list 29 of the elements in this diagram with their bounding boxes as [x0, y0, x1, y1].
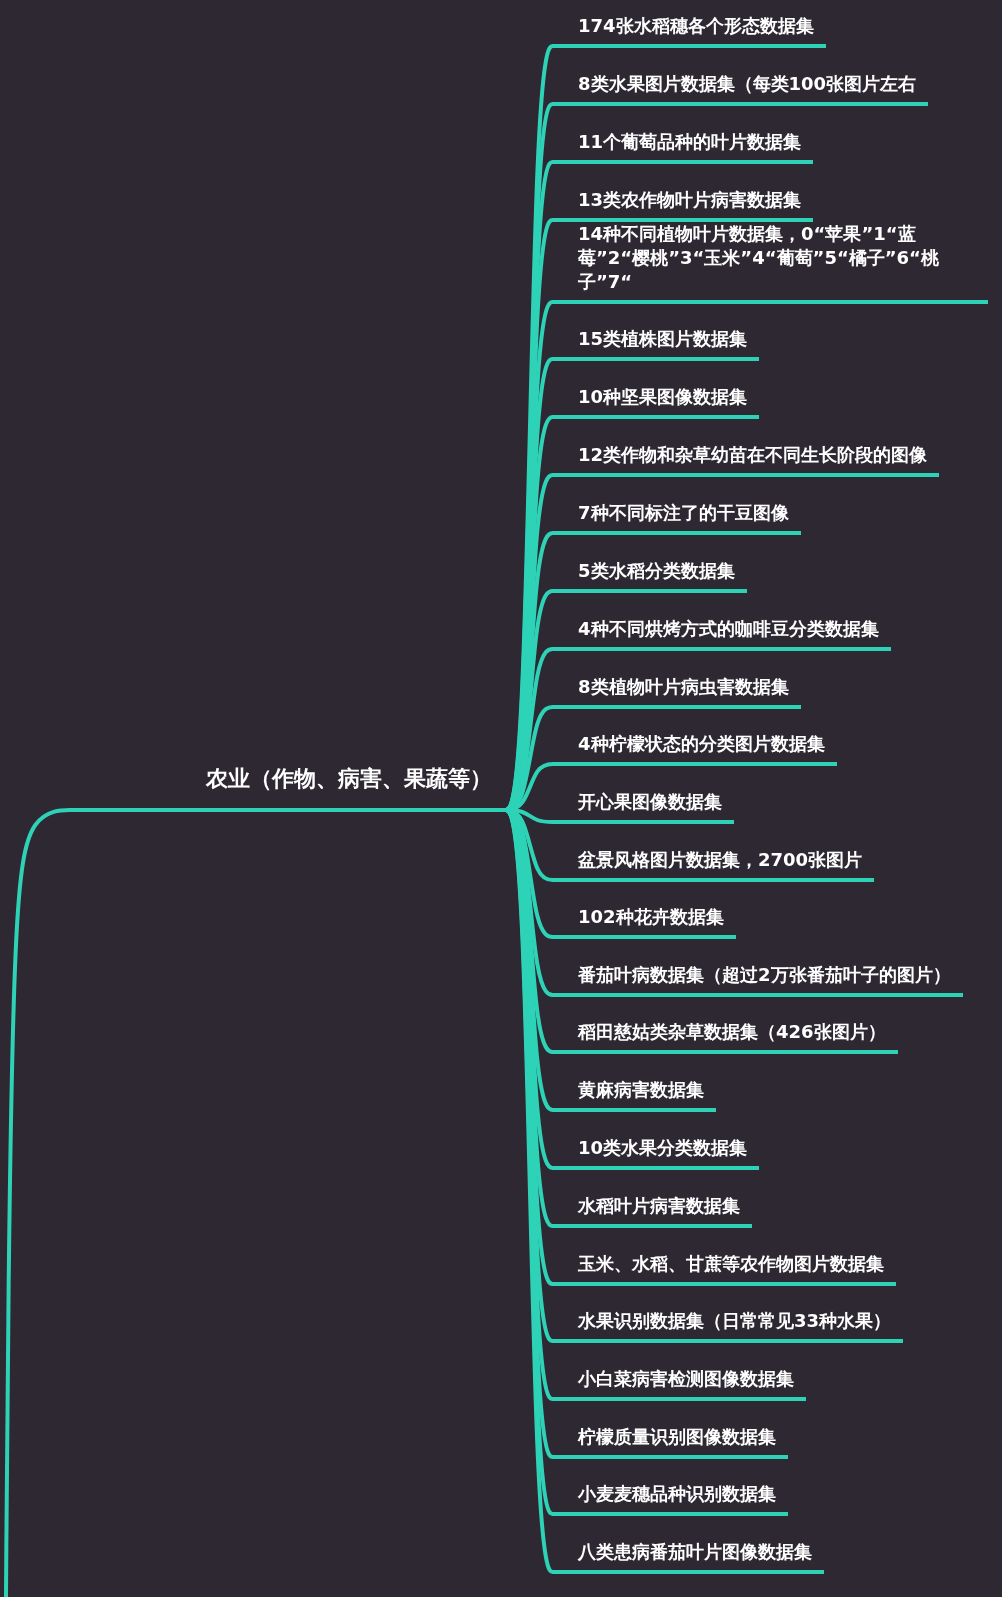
- branch-line: [4, 808, 78, 1597]
- topic-node: 农业（作物、病害、果蔬等）: [78, 764, 502, 812]
- subtopic-node: 番茄叶病数据集（超过2万张番茄叶子的图片）: [556, 963, 963, 997]
- subtopic-node: 14种不同植物叶片数据集，0“苹果”1“蓝莓”2“樱桃”3“玉米”4“葡萄”5“橘子”6“桃子”7“: [556, 222, 988, 304]
- subtopic-node: 玉米、水稻、甘蔗等农作物图片数据集: [556, 1252, 896, 1286]
- subtopic-node: 8类水果图片数据集（每类100张图片左右: [556, 72, 929, 106]
- subtopic-node: 小白菜病害检测图像数据集: [556, 1367, 806, 1401]
- subtopic-node: 174张水稻穗各个形态数据集: [556, 14, 826, 48]
- subtopic-node: 水稻叶片病害数据集: [556, 1194, 752, 1228]
- subtopic-node: 7种不同标注了的干豆图像: [556, 501, 801, 535]
- subtopic-node: 盆景风格图片数据集，2700张图片: [556, 848, 875, 882]
- subtopic-node: 15类植株图片数据集: [556, 327, 760, 361]
- subtopic-node: 102种花卉数据集: [556, 905, 736, 939]
- subtopic-node: 8类植物叶片病虫害数据集: [556, 675, 801, 709]
- subtopic-node: 5类水稻分类数据集: [556, 559, 747, 593]
- subtopic-node: 黄麻病害数据集: [556, 1078, 716, 1112]
- subtopic-node: 稻田慈姑类杂草数据集（426张图片）: [556, 1020, 898, 1054]
- subtopic-node: 开心果图像数据集: [556, 790, 734, 824]
- subtopic-node: 4种柠檬状态的分类图片数据集: [556, 732, 837, 766]
- subtopic-node: 柠檬质量识别图像数据集: [556, 1425, 788, 1459]
- subtopic-node: 13类农作物叶片病害数据集: [556, 188, 814, 222]
- subtopic-node: 八类患病番茄叶片图像数据集: [556, 1540, 824, 1574]
- subtopic-node: 10类水果分类数据集: [556, 1136, 760, 1170]
- subtopic-node: 4种不同烘烤方式的咖啡豆分类数据集: [556, 617, 891, 651]
- subtopic-node: 10种坚果图像数据集: [556, 385, 760, 419]
- subtopic-node: 水果识别数据集（日常常见33种水果）: [556, 1309, 904, 1343]
- subtopic-node: 小麦麦穗品种识别数据集: [556, 1482, 788, 1516]
- subtopic-node: 12类作物和杂草幼苗在不同生长阶段的图像: [556, 443, 940, 477]
- subtopic-node: 11个葡萄品种的叶片数据集: [556, 130, 814, 164]
